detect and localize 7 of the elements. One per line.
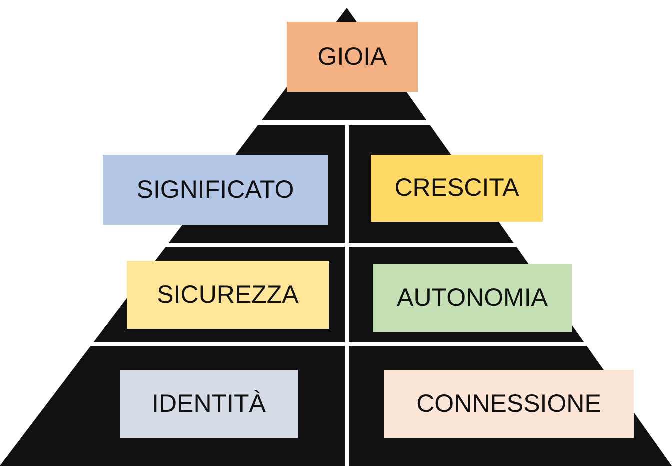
label-box: SICUREZZA xyxy=(127,261,329,329)
label-box: CRESCITA xyxy=(371,155,543,222)
label-box: GIOIA xyxy=(287,22,418,92)
label-box: CONNESSIONE xyxy=(384,370,634,438)
label-box: IDENTITÀ xyxy=(120,370,298,438)
label-box: SIGNIFICATO xyxy=(103,155,328,225)
label-box: AUTONOMIA xyxy=(373,264,572,332)
